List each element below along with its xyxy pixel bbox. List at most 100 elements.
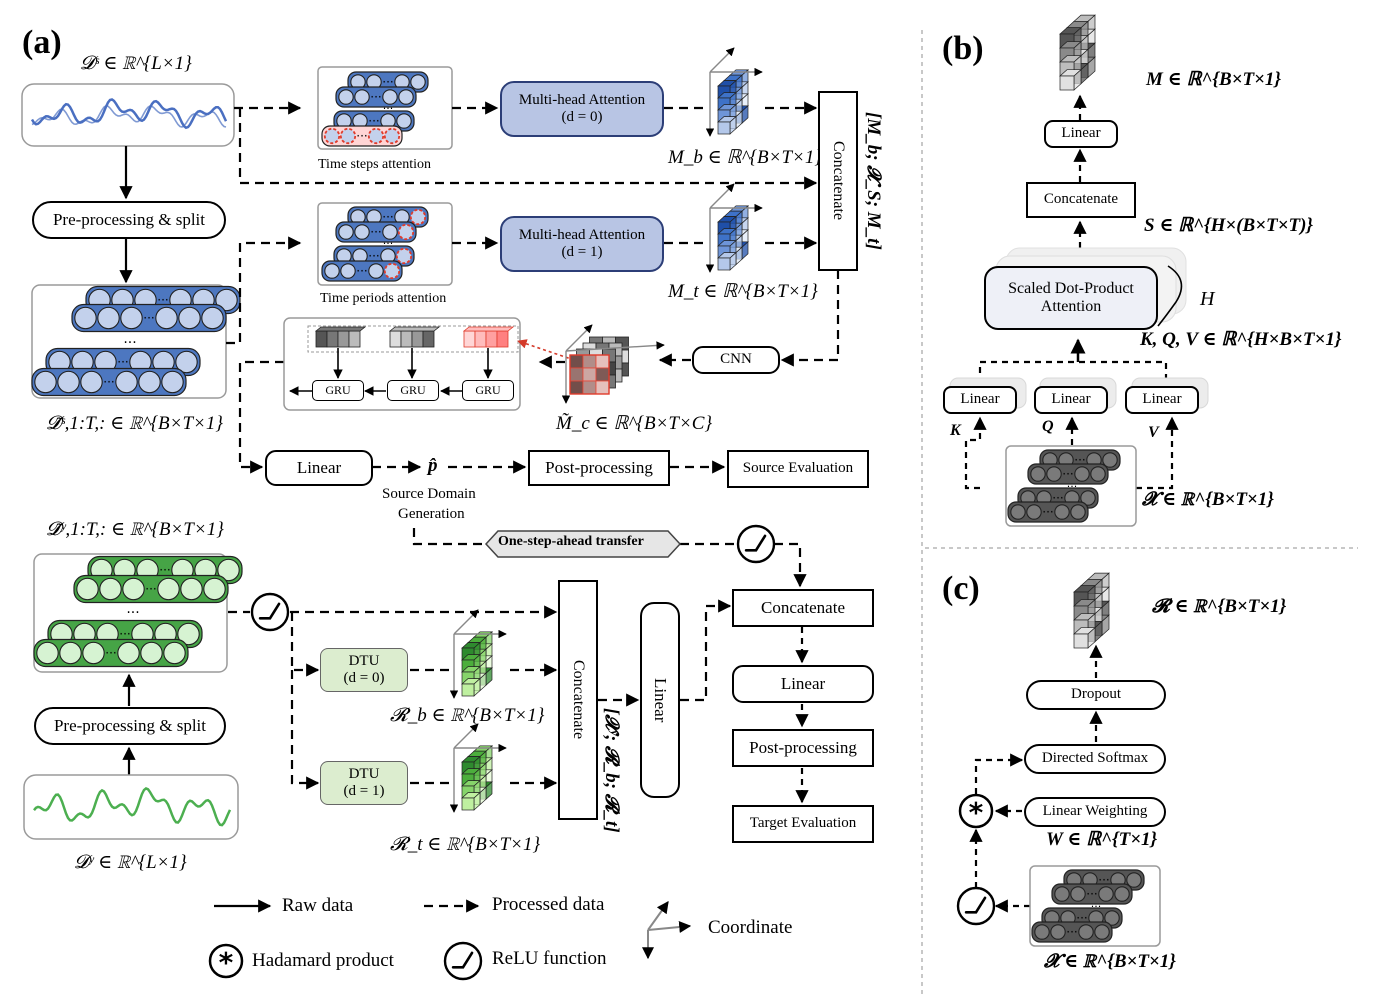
circle-row: ··· [1027, 463, 1109, 485]
c-w-label: W ∈ ℝ^{T×1} [1046, 829, 1158, 850]
concat-box-a2: Concatenate [558, 580, 598, 820]
dash-linear2-to-concat3 [680, 599, 732, 702]
dtu-d0-box: DTU(d = 0) [320, 648, 408, 692]
svg-text:···: ··· [159, 563, 170, 577]
b-x-rows: ··············· [1007, 449, 1121, 523]
transfer-label: One-step-ahead transfer [498, 534, 644, 549]
b-m-label: M ∈ ℝ^{B×T×1} [1146, 69, 1281, 90]
b-q-label: Q [1042, 418, 1054, 435]
svg-text:···: ··· [105, 646, 116, 660]
legend-coordinate: Coordinate [708, 917, 793, 938]
c-directed-softmax-box: Directed Softmax [1024, 744, 1166, 774]
svg-text:···: ··· [1076, 911, 1087, 925]
legend-coordinate-icon [642, 901, 692, 960]
mb-label: M_b ∈ ℝ^{B×T×1} [668, 147, 822, 168]
svg-text:···: ··· [382, 75, 393, 89]
b-dash-v [1136, 416, 1179, 490]
source-split-rows: ··············· [31, 285, 241, 397]
b-s-label: S ∈ ℝ^{H×(B×T×T)} [1144, 215, 1314, 236]
svg-text:···: ··· [368, 114, 379, 128]
circle-row: ··· [321, 125, 403, 147]
mt-label: M_t ∈ ℝ^{B×T×1} [668, 281, 818, 302]
dash-relu-to-dtu1 [290, 670, 320, 790]
b-linear-box: Linear [1044, 120, 1118, 148]
svg-text:···: ··· [1042, 505, 1053, 519]
svg-text:···: ··· [103, 375, 114, 389]
mc-cube [561, 324, 665, 404]
concat-side-label: [M_b; 𝓧_S; M_t] [863, 112, 884, 250]
dtu-d1-box: DTU(d = 1) [320, 761, 408, 805]
svg-text:···: ··· [383, 237, 394, 250]
svg-text:···: ··· [370, 225, 381, 239]
legend-processed: Processed data [492, 894, 605, 915]
postproc-box-a: Post-processing [528, 450, 670, 486]
svg-text:···: ··· [383, 102, 394, 115]
time-periods-rows: ··············· [321, 206, 429, 282]
time-periods-caption: Time periods attention [320, 291, 447, 306]
b-v-label: V [1148, 424, 1159, 441]
svg-text:···: ··· [370, 90, 381, 104]
circle-row: ··· [1031, 921, 1113, 943]
gru-strip-cell [389, 330, 402, 348]
legend-hadamard: Hadamard product [252, 950, 394, 971]
concat-box-a: Concatenate [818, 91, 858, 271]
svg-text:···: ··· [143, 311, 154, 325]
target-signal-box [23, 774, 239, 840]
cube-front-face [717, 121, 731, 135]
transfer-hexagon [484, 530, 682, 558]
gru-dashed-frame [307, 325, 519, 353]
circle-row: ··· [1007, 501, 1089, 523]
svg-text:···: ··· [117, 355, 128, 369]
relu-icon [443, 941, 483, 981]
svg-text:···: ··· [382, 210, 393, 224]
postproc2-box: Post-processing [732, 729, 874, 767]
panel-c-label: (c) [942, 570, 980, 607]
circle-row: ··· [335, 221, 417, 243]
dash-gru-to-linear [238, 360, 284, 474]
circle-row: ··· [335, 86, 417, 108]
rt-label: 𝓡_t ∈ ℝ^{B×T×1} [390, 834, 541, 855]
b-linear-q: Linear [1034, 386, 1108, 414]
gru-3: GRU [462, 380, 514, 401]
gru-strip-cell [411, 330, 424, 348]
source-waveform [30, 98, 228, 130]
cube-front-face [717, 257, 731, 271]
target-split-rows: ··············· [33, 555, 243, 668]
gru-strip-cell [496, 330, 509, 348]
dtilde-s-label: 𝓓̃ˢ,1:T,: ∈ ℝ^{B×T×1} [46, 413, 223, 434]
svg-text:···: ··· [126, 605, 139, 621]
gru-strip-cell [474, 330, 487, 348]
cnn-box: CNN [692, 346, 780, 374]
svg-text:···: ··· [123, 335, 136, 351]
mb-cube [705, 47, 763, 137]
circle-row: ··· [71, 303, 227, 333]
dash-relu-to-dtu0 [290, 612, 320, 677]
ds-label: 𝓓ˢ ∈ ℝ^{L×1} [80, 53, 192, 74]
svg-text:···: ··· [1098, 873, 1109, 887]
mc-label: M̃_c ∈ ℝ^{B×T×C} [556, 413, 713, 434]
b-kqv-label: K, Q, V ∈ ℝ^{H×B×T×1} [1140, 329, 1342, 350]
gru-strips [314, 326, 515, 348]
dash-sourcegen-to-transfer [412, 528, 486, 546]
svg-text:···: ··· [157, 293, 168, 307]
svg-text:···: ··· [1091, 900, 1102, 913]
red-dotted-arrow [517, 339, 581, 363]
svg-text:···: ··· [1086, 887, 1097, 901]
svg-text:*: * [969, 796, 984, 829]
c-x-rows: ··············· [1031, 869, 1145, 943]
circle-row: ··· [1051, 883, 1133, 905]
linear-box-a2: Linear [640, 602, 680, 798]
svg-text:···: ··· [1066, 925, 1077, 939]
cube-front-face [461, 683, 475, 697]
gru-strip-cell [326, 330, 339, 348]
preproc-box: Pre-processing & split [32, 201, 226, 239]
cube-front-face [461, 797, 475, 811]
b-dash-k [964, 416, 987, 490]
source-gen-line1: Source Domain [382, 486, 476, 502]
gru-strip-cell [485, 330, 498, 348]
dtilde-y-label: 𝓓̃ʸ,1:T,: ∈ ℝ^{B×T×1} [46, 519, 224, 540]
relu-icon [250, 592, 290, 632]
cube-front-face [1059, 75, 1075, 91]
circle-row: ··· [73, 574, 229, 604]
